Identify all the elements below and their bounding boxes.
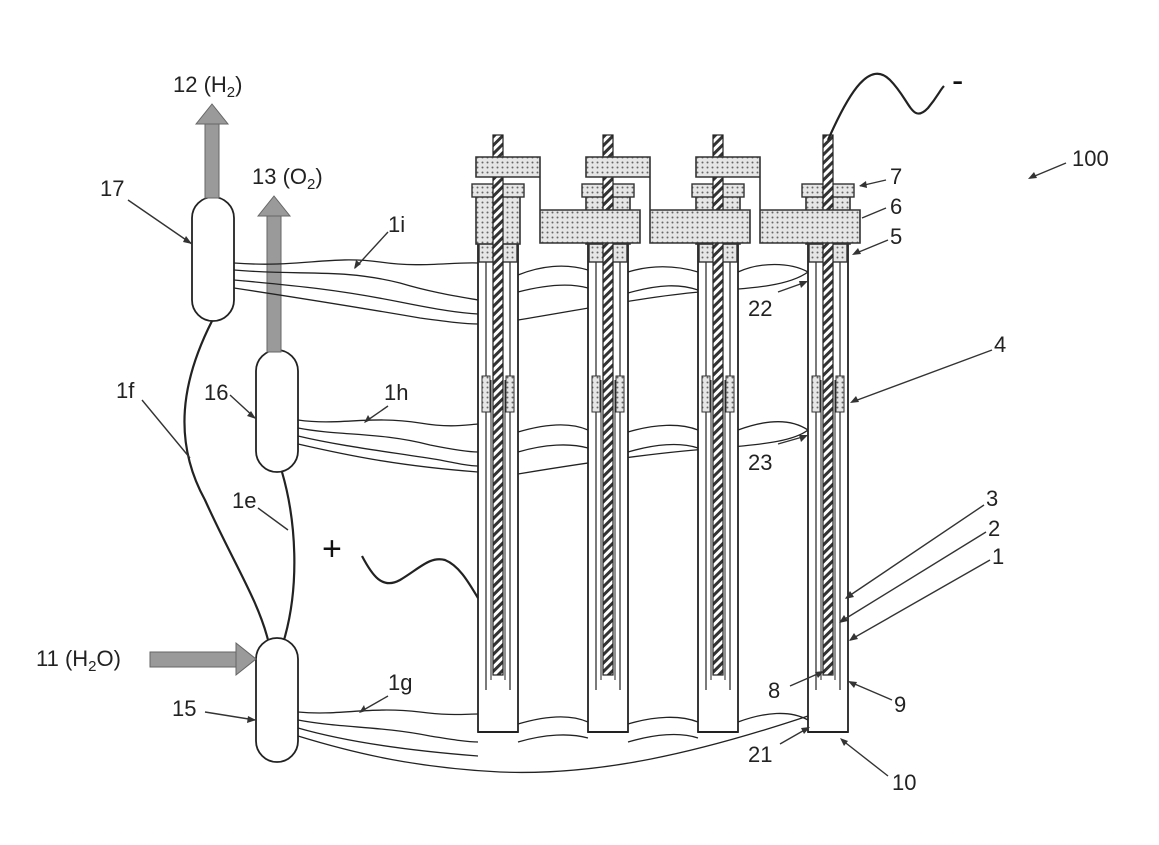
label-2: 2 bbox=[988, 516, 1000, 541]
seal-left-1 bbox=[482, 376, 490, 412]
connector-bridges bbox=[476, 157, 860, 243]
label-5: 5 bbox=[890, 224, 902, 249]
label-4: 4 bbox=[994, 332, 1006, 357]
h2-outlet-arrow bbox=[196, 104, 228, 198]
label-100: 100 bbox=[1072, 146, 1109, 171]
label-17: 17 bbox=[100, 176, 124, 201]
label-11-h2o: 11 (H2O) bbox=[36, 646, 121, 675]
hose-1e bbox=[282, 472, 294, 640]
label-13-o2: 13 (O2) bbox=[252, 164, 323, 193]
seal-right-4 bbox=[836, 376, 844, 412]
separator-16 bbox=[256, 350, 298, 472]
label-1e: 1e bbox=[232, 488, 256, 513]
label-7: 7 bbox=[890, 164, 902, 189]
seal-left-4 bbox=[812, 376, 820, 412]
label-1: 1 bbox=[992, 544, 1004, 569]
positive-sign: + bbox=[322, 530, 342, 568]
seal-left-3 bbox=[702, 376, 710, 412]
label-15: 15 bbox=[172, 696, 196, 721]
separator-17 bbox=[192, 197, 234, 321]
label-12-h2: 12 (H2) bbox=[173, 72, 242, 101]
water-inlet-arrow bbox=[150, 643, 256, 675]
label-23: 23 bbox=[748, 450, 772, 475]
label-9: 9 bbox=[894, 692, 906, 717]
negative-sign: - bbox=[952, 62, 963, 100]
seal-left-2 bbox=[592, 376, 600, 412]
positive-lead bbox=[362, 556, 478, 598]
label-6: 6 bbox=[890, 194, 902, 219]
label-22: 22 bbox=[748, 296, 772, 321]
label-3: 3 bbox=[986, 486, 998, 511]
negative-lead bbox=[828, 74, 944, 140]
seal-right-1 bbox=[506, 376, 514, 412]
separator-15 bbox=[256, 638, 298, 762]
label-1h: 1h bbox=[384, 380, 408, 405]
label-16: 16 bbox=[204, 380, 228, 405]
label-8: 8 bbox=[768, 678, 780, 703]
electrode-rod-1 bbox=[493, 135, 503, 675]
o2-outlet-arrow bbox=[258, 196, 290, 352]
label-1i: 1i bbox=[388, 212, 405, 237]
seal-right-2 bbox=[616, 376, 624, 412]
seal-right-3 bbox=[726, 376, 734, 412]
label-10: 10 bbox=[892, 770, 916, 795]
label-1f: 1f bbox=[116, 378, 135, 403]
label-21: 21 bbox=[748, 742, 772, 767]
label-1g: 1g bbox=[388, 670, 412, 695]
